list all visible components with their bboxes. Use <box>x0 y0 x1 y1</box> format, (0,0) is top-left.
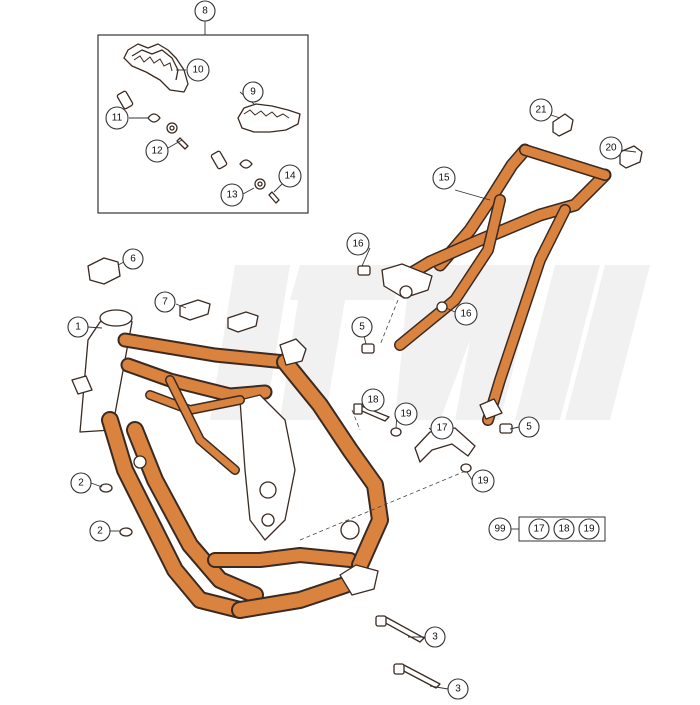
footrest-right <box>237 103 301 133</box>
svg-text:18: 18 <box>367 395 379 406</box>
svg-text:12: 12 <box>151 146 163 157</box>
svg-text:10: 10 <box>192 65 204 76</box>
callout-12: 12 <box>145 139 169 163</box>
svg-text:20: 20 <box>605 143 617 154</box>
svg-text:5: 5 <box>359 322 365 333</box>
washer-19-upper <box>390 427 402 437</box>
callout-18: 18 <box>361 388 385 412</box>
svg-text:3: 3 <box>455 684 461 695</box>
callout-7: 7 <box>154 291 176 313</box>
washers-2 <box>99 483 133 537</box>
svg-text:3: 3 <box>432 632 438 643</box>
callout-1: 1 <box>67 316 89 338</box>
bolt-3-lower <box>393 663 441 689</box>
main-frame <box>71 309 389 619</box>
footrest-pin-right <box>210 150 280 204</box>
svg-text:17: 17 <box>533 524 545 535</box>
nut-19-lower <box>460 463 472 473</box>
callout-17: 17 <box>430 416 454 440</box>
callout-10: 10 <box>186 58 210 82</box>
callout-3-upper: 3 <box>424 626 446 648</box>
svg-text:19: 19 <box>400 409 412 420</box>
assembly-lines <box>299 299 469 541</box>
callout-kit-17: 17 <box>528 518 550 540</box>
rubber-bumper-21 <box>552 113 574 137</box>
callout-14: 14 <box>278 164 302 188</box>
rubber-pads-7 <box>179 299 259 333</box>
svg-text:13: 13 <box>226 190 238 201</box>
svg-text:21: 21 <box>535 105 547 116</box>
callout-8: 8 <box>194 0 216 22</box>
svg-text:7: 7 <box>162 297 168 308</box>
callout-11: 11 <box>105 106 129 130</box>
bolt-3-upper <box>375 615 425 643</box>
svg-text:5: 5 <box>526 422 532 433</box>
callout-2-lower: 2 <box>89 520 111 542</box>
callout-2-upper: 2 <box>70 472 92 494</box>
callout-5-lower: 5 <box>518 416 540 438</box>
kit-99-box: 99 17 18 19 <box>488 516 606 542</box>
rubber-bumper-20 <box>619 145 643 169</box>
callout-16-lower: 16 <box>454 302 478 326</box>
fuel-tank-bumper <box>87 257 121 285</box>
footrest-pin-left <box>116 90 189 150</box>
svg-text:9: 9 <box>250 87 256 98</box>
svg-text:2: 2 <box>78 478 84 489</box>
callout-6: 6 <box>122 248 144 270</box>
watermark-logo <box>210 265 650 420</box>
callout-kit-99: 99 <box>488 517 512 541</box>
bolt-5-upper <box>361 343 375 354</box>
svg-text:2: 2 <box>97 526 103 537</box>
nut-16-lower <box>436 301 448 313</box>
callout-19-lower: 19 <box>471 469 495 493</box>
callout-13: 13 <box>220 183 244 207</box>
callout-19-upper: 19 <box>394 402 418 426</box>
callout-16-upper: 16 <box>346 232 370 256</box>
svg-text:8: 8 <box>202 6 208 17</box>
svg-text:6: 6 <box>130 254 136 265</box>
svg-text:11: 11 <box>112 113 123 124</box>
svg-text:15: 15 <box>438 173 450 184</box>
svg-text:14: 14 <box>284 171 296 182</box>
svg-text:16: 16 <box>460 309 472 320</box>
callout-kit-19: 19 <box>578 518 600 540</box>
bolt-18 <box>353 403 390 422</box>
callout-9: 9 <box>242 81 264 103</box>
svg-text:99: 99 <box>494 524 506 535</box>
svg-text:16: 16 <box>352 239 364 250</box>
callout-kit-18: 18 <box>553 518 575 540</box>
svg-text:19: 19 <box>583 524 595 535</box>
callout-20: 20 <box>599 136 623 160</box>
svg-text:1: 1 <box>75 322 81 333</box>
callout-3-lower: 3 <box>447 678 469 700</box>
svg-text:19: 19 <box>477 476 489 487</box>
callout-5-upper: 5 <box>351 316 373 338</box>
footrest-left <box>123 43 189 93</box>
nut-16-upper <box>357 265 371 276</box>
svg-text:17: 17 <box>436 423 448 434</box>
svg-text:18: 18 <box>558 524 570 535</box>
callout-15: 15 <box>432 166 456 190</box>
callout-21: 21 <box>529 98 553 122</box>
